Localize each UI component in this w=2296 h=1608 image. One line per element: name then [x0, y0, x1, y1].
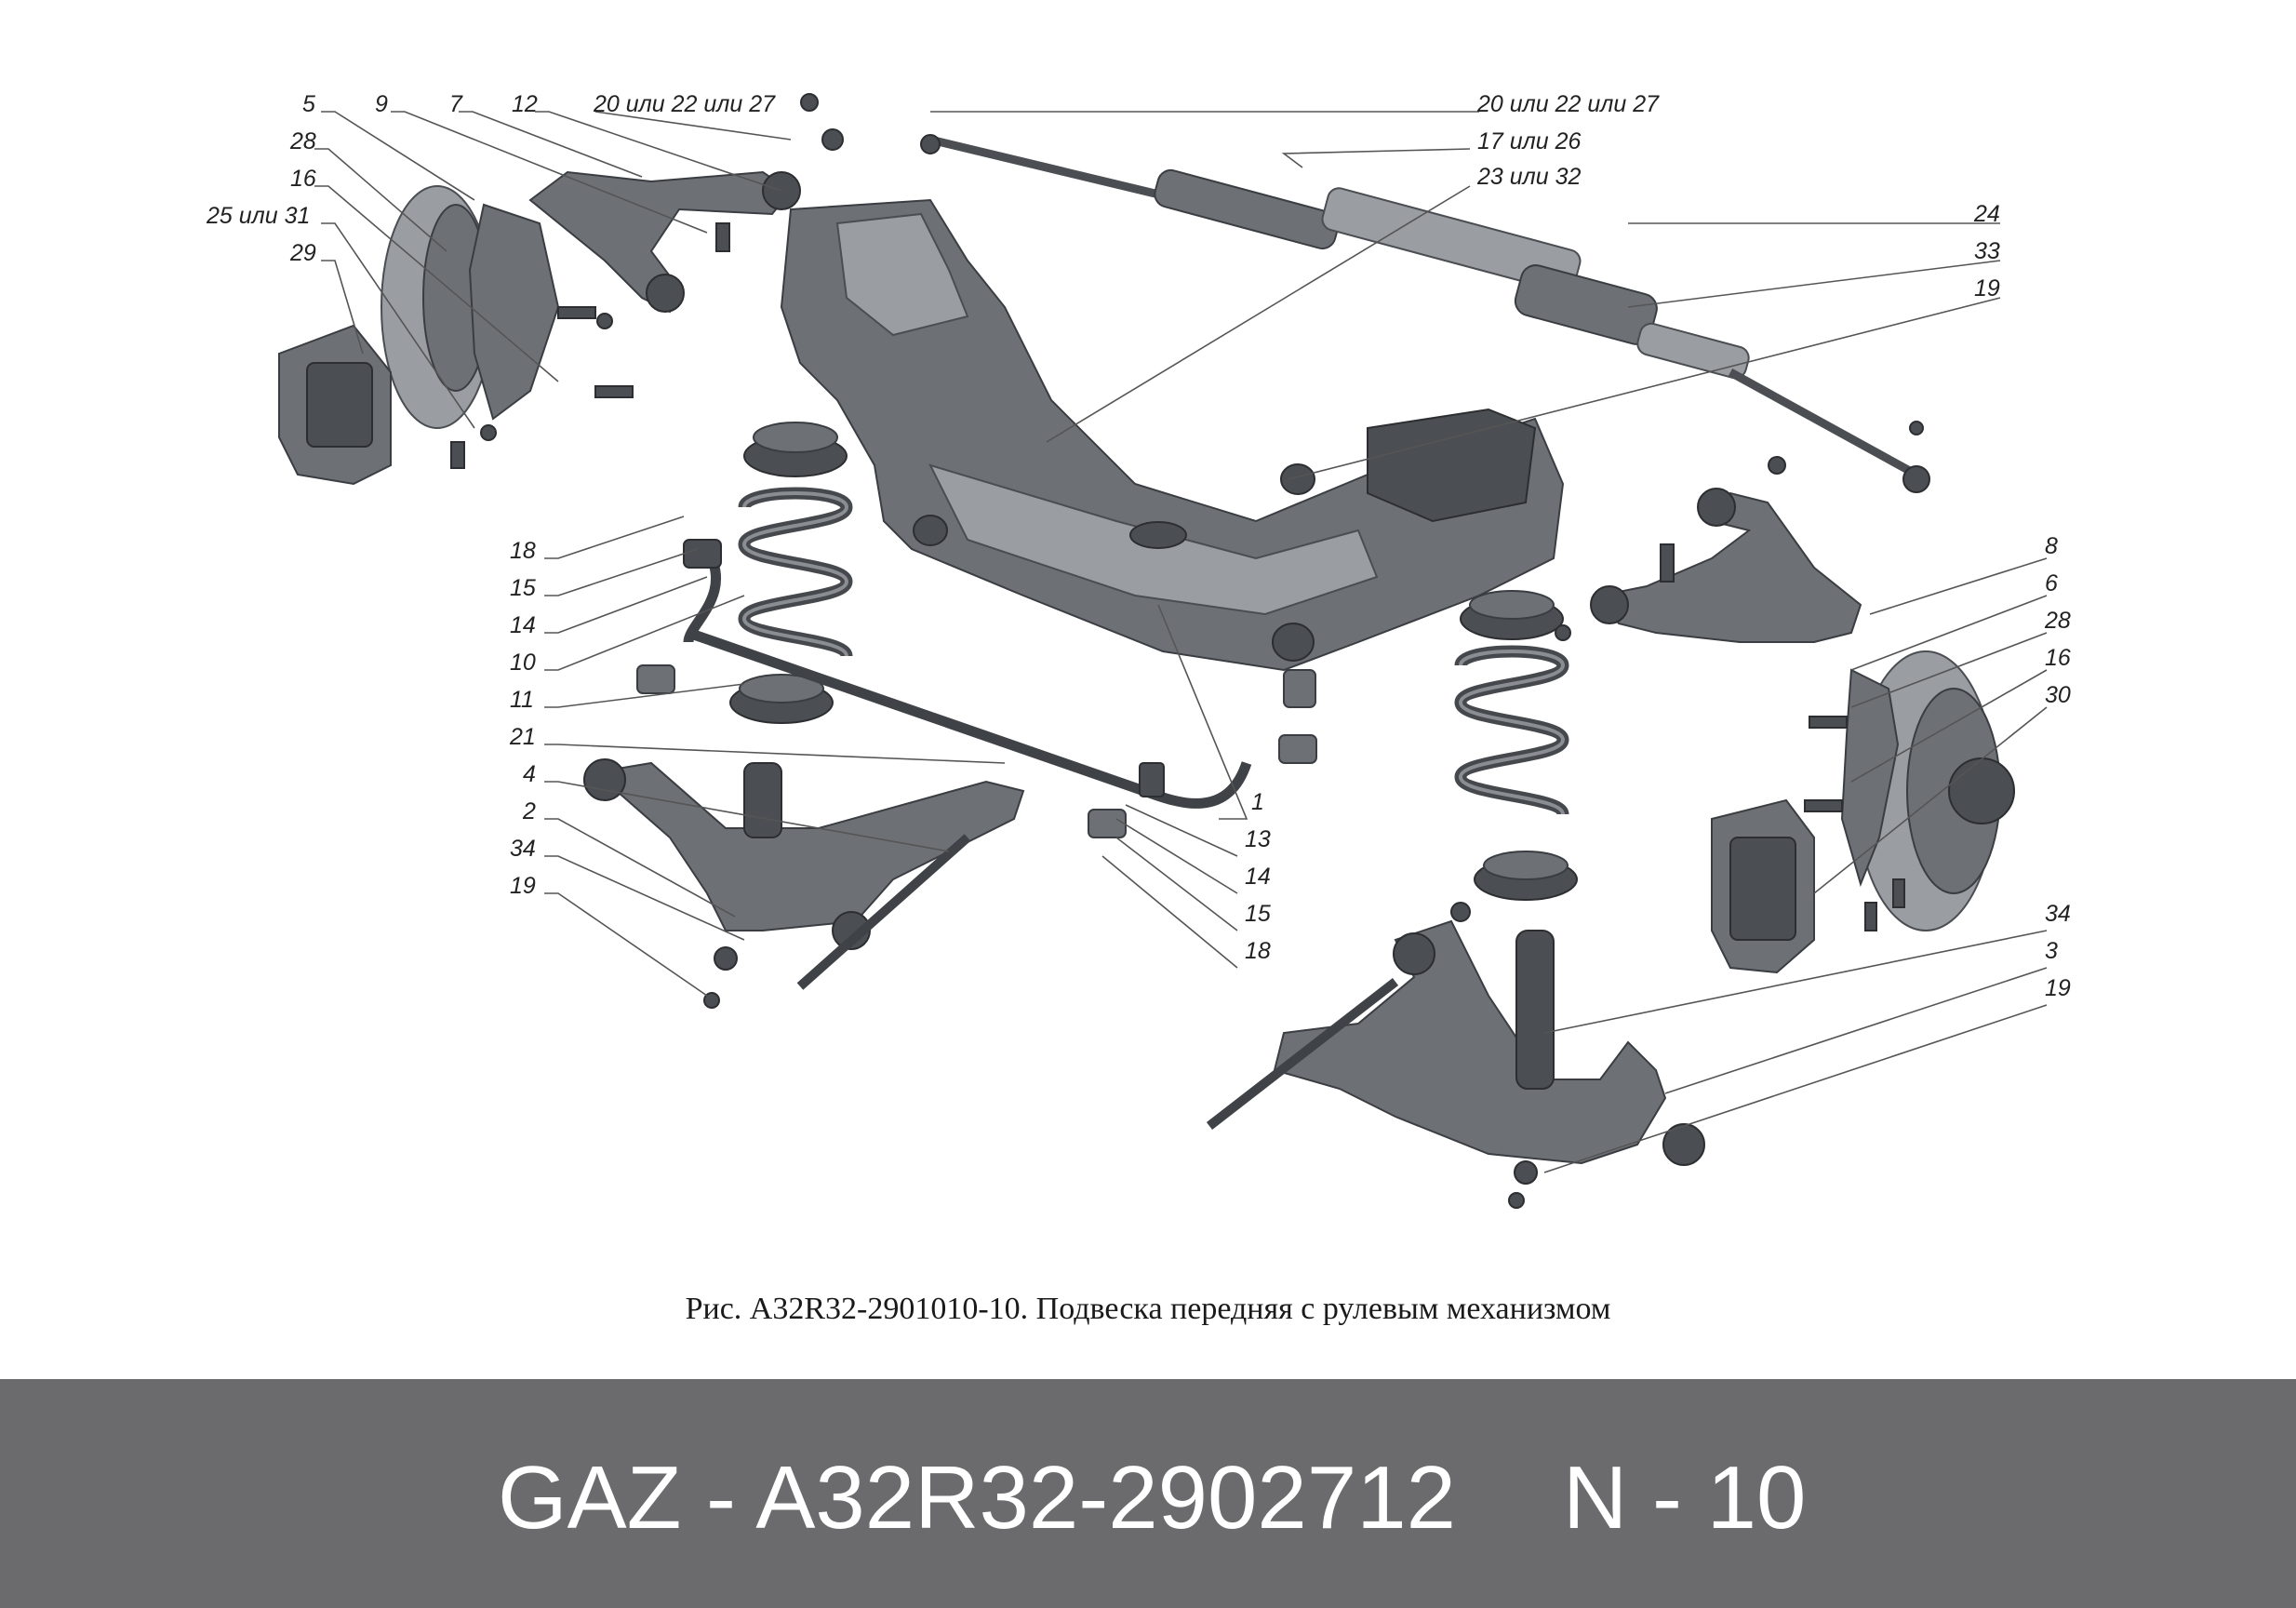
callout-1: 1	[1251, 789, 1264, 815]
callout-17-or-26: 17 или 26	[1477, 128, 1582, 154]
callout-30: 30	[2045, 682, 2071, 708]
right-hardware	[1804, 716, 1905, 931]
subframe	[780, 198, 1565, 672]
callout-7: 7	[449, 91, 463, 117]
callout-19-right: 19	[2045, 975, 2071, 1001]
callout-13: 13	[1245, 826, 1271, 852]
callout-9: 9	[375, 91, 388, 117]
right-spring-assembly	[1454, 590, 1578, 901]
left-hardware	[450, 93, 844, 469]
callout-24: 24	[1973, 201, 2000, 227]
steering-rack	[920, 134, 1930, 493]
callout-20-top-left: 20 или 22 или 27	[593, 91, 776, 117]
callout-34-left: 34	[510, 836, 536, 862]
left-upper-arm	[528, 170, 801, 314]
callout-33: 33	[1974, 238, 2000, 264]
callout-15-left: 15	[510, 575, 536, 601]
callout-25-or-31: 25 или 31	[206, 203, 310, 229]
callout-28-left: 28	[289, 128, 316, 154]
right-knuckle-and-disc	[1840, 650, 2015, 931]
callout-28-right: 28	[2044, 608, 2071, 634]
callout-3: 3	[2045, 938, 2058, 964]
left-spring-assembly	[729, 422, 853, 724]
figure-caption: Рис. А32R32-2901010-10. Подвеска передня…	[685, 1292, 1611, 1326]
callout-19-upper: 19	[1974, 275, 2000, 302]
callout-21: 21	[509, 724, 536, 750]
callout-6: 6	[2045, 570, 2058, 596]
footer-part-number: GAZ - A32R32-2902712	[498, 1448, 1456, 1548]
stabilizer-bar	[636, 539, 1317, 838]
diagram-stage: 5 9 7 12 20 или 22 или 27 28 16 25 или 3…	[206, 91, 2071, 1326]
exploded-suspension-diagram: 5 9 7 12 20 или 22 или 27 28 16 25 или 3…	[206, 91, 2071, 1209]
callout-2: 2	[522, 798, 536, 824]
left-knuckle-and-disc	[380, 185, 560, 429]
callout-4: 4	[523, 761, 536, 787]
callout-8: 8	[2045, 533, 2058, 559]
footer-bar	[0, 1379, 2296, 1608]
right-upper-arm	[1555, 456, 1862, 643]
callout-11: 11	[510, 687, 534, 713]
left-lower-arm	[583, 758, 1025, 1009]
callout-19-left: 19	[510, 873, 536, 899]
right-lower-arm	[1206, 902, 1705, 1209]
callout-14-center: 14	[1245, 864, 1271, 890]
left-brake-caliper	[278, 324, 392, 486]
callout-16-right: 16	[2045, 645, 2071, 671]
callout-18-center: 18	[1245, 938, 1271, 964]
callout-18-left: 18	[510, 538, 536, 564]
callout-15-center: 15	[1245, 901, 1271, 927]
callout-34-right: 34	[2045, 901, 2071, 927]
callout-12: 12	[512, 91, 538, 117]
callout-16-left: 16	[290, 166, 316, 192]
callout-29: 29	[289, 240, 316, 266]
footer-page-number: N - 10	[1563, 1448, 1807, 1548]
callout-23-or-32: 23 или 32	[1476, 164, 1582, 190]
callout-10: 10	[510, 650, 536, 676]
callout-20-top-right: 20 или 22 или 27	[1476, 91, 1660, 117]
callout-5: 5	[302, 91, 315, 117]
right-brake-caliper	[1711, 798, 1815, 974]
callout-labels: 5 9 7 12 20 или 22 или 27 28 16 25 или 3…	[206, 91, 2071, 1001]
callout-14-left: 14	[510, 612, 536, 638]
leader-lines	[314, 111, 2048, 1173]
